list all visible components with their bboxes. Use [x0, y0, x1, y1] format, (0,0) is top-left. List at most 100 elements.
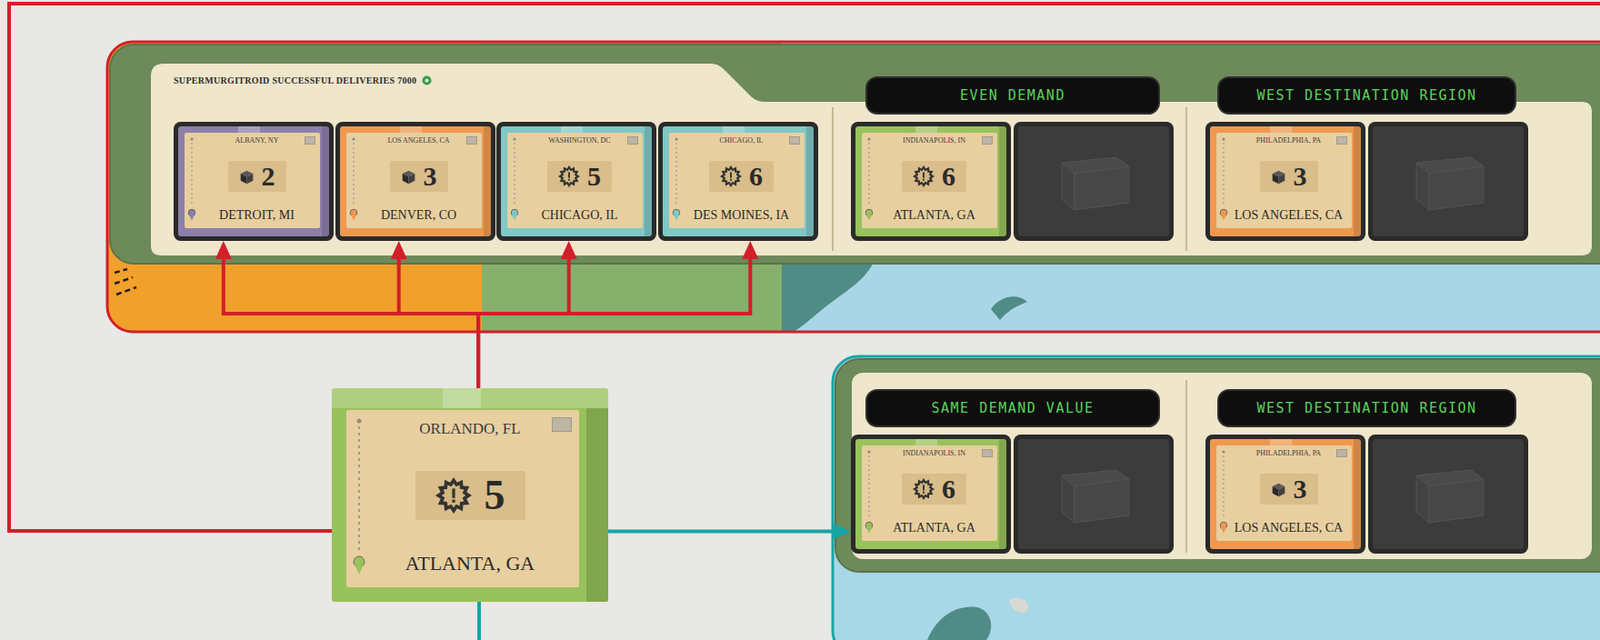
divider: [831, 107, 834, 251]
origin-city: ORLANDO, FL: [419, 420, 520, 439]
route-dot: [867, 137, 870, 140]
empty-slot-icon-face: [1061, 475, 1075, 523]
burst-outer: [912, 478, 935, 500]
box-icon-face: [1278, 173, 1285, 184]
tape-stripe: [1270, 126, 1291, 133]
postage-stamp: [304, 136, 316, 145]
demand-box: 6: [901, 473, 967, 505]
player-board: [835, 359, 1600, 572]
burst-icon: [912, 478, 935, 500]
route-line: [675, 142, 677, 207]
destination-city: DES MOINES, IA: [693, 208, 790, 222]
empty-slot-icon-face: [1074, 166, 1130, 210]
box-icon-face: [1271, 486, 1279, 497]
burst-icon: [912, 165, 935, 188]
player-board: SUPERMURGITROID SUCCESSFUL DELIVERIES 70…: [110, 44, 1600, 264]
burst-inner: [723, 169, 739, 184]
shipping-label: INDIANAPOLIS, IN 6ATLANTA, GA: [861, 445, 998, 541]
burst-icon: [435, 477, 472, 514]
route-dot: [190, 137, 193, 140]
empty-slot: [1018, 126, 1170, 237]
route-line: [868, 455, 870, 520]
destination-city: ATLANTA, GA: [892, 520, 976, 535]
shipping-label: ALBANY, NY2DETROIT, MI: [184, 132, 320, 229]
box-side-face: [483, 126, 491, 237]
board-section: SAME DEMAND VALUEINDIANAPOLIS, IN6ATLANT…: [845, 383, 1182, 566]
route-pin: [510, 132, 520, 229]
section-heading: WEST DESTINATION REGION: [1217, 76, 1517, 115]
route-line: [1222, 455, 1224, 520]
destination-city: LOS ANGELES, CA: [1234, 520, 1343, 535]
demand-box: 5: [415, 470, 526, 520]
burst-mark: [922, 172, 925, 179]
burst-mark: [568, 179, 570, 181]
arrow-head: [741, 240, 759, 260]
burst-outer: [558, 165, 580, 188]
route-pin-tip: [354, 564, 364, 575]
connector: [608, 522, 851, 540]
burst-mark: [922, 491, 925, 494]
package-card: LOS ANGELES, CA3DENVER, CO: [340, 126, 491, 237]
shipping-label: CHICAGO, IL6DES MOINES, IA: [669, 132, 805, 229]
route-pin-tip: [350, 214, 357, 221]
package-card: PHILADELPHIA, PA3LOS ANGELES, CA: [1210, 126, 1361, 237]
empty-slot-icon: [1018, 126, 1170, 237]
divider: [1185, 380, 1188, 553]
demand-value: 2: [261, 162, 276, 190]
demand-box: 5: [547, 160, 612, 192]
connector: [215, 240, 479, 389]
box-side-face: [321, 126, 330, 237]
demand-value: 6: [941, 162, 956, 190]
demand-value: 3: [423, 162, 438, 190]
route-pin: [1219, 445, 1229, 541]
package-card: INDIANAPOLIS, IN 6ATLANTA, GA: [855, 126, 1007, 237]
destination-city: ATLANTA, GA: [892, 208, 976, 222]
origin-city: INDIANAPOLIS, IN: [902, 450, 966, 459]
route-pin: [187, 132, 197, 229]
empty-slot-icon: [1018, 439, 1170, 550]
leader-line: [9, 3, 1600, 531]
title-icon-dot: [425, 79, 430, 83]
box-side-face: [586, 408, 609, 602]
highlight-frame: [107, 41, 1600, 332]
tape-stripe: [238, 126, 260, 133]
shipping-label: PHILADELPHIA, PA3LOS ANGELES, CA: [1216, 445, 1352, 541]
burst-mark: [730, 172, 732, 179]
package-card: ORLANDO, FL5ATLANTA, GA: [331, 388, 609, 602]
empty-slot-icon-face: [1416, 475, 1430, 523]
shipping-label: PHILADELPHIA, PA3LOS ANGELES, CA: [1216, 132, 1352, 229]
route-dot: [1221, 137, 1225, 140]
burst-outer: [912, 165, 935, 188]
postage-stamp: [466, 136, 478, 145]
route-pin: [349, 132, 359, 229]
origin-city: PHILADELPHIA, PA: [1256, 450, 1321, 459]
empty-slot-icon-face: [1061, 162, 1075, 210]
box-icon: [1270, 169, 1287, 185]
route-line: [513, 142, 515, 207]
route-dot: [867, 450, 870, 453]
connector-line: [399, 255, 479, 389]
origin-city: INDIANAPOLIS, IN: [902, 137, 966, 146]
shipping-label: LOS ANGELES, CA3DENVER, CO: [346, 132, 482, 229]
package-card: ALBANY, NY2DETROIT, MI: [178, 126, 330, 237]
arrow-head: [832, 522, 851, 540]
box-icon: [1270, 481, 1287, 498]
route-pin-tip: [866, 214, 872, 221]
title-row: SUPERMURGITROID SUCCESSFUL DELIVERIES 70…: [173, 75, 432, 86]
board-section: EVEN DEMANDINDIANAPOLIS, IN6ATLANTA, GA: [845, 70, 1182, 253]
divider: [1185, 107, 1188, 251]
route-line: [190, 142, 192, 207]
arrow-head: [390, 240, 408, 260]
burst-inner: [916, 481, 931, 497]
empty-slot-icon-face: [1074, 479, 1130, 523]
tape-stripe: [722, 126, 744, 133]
burst-inner: [440, 483, 465, 508]
tape-stripe: [442, 388, 482, 409]
burst-mark: [922, 179, 925, 181]
connector: [478, 240, 759, 389]
box-icon-face: [401, 173, 409, 184]
shipping-label: INDIANAPOLIS, IN 6ATLANTA, GA: [861, 132, 998, 229]
tape-stripe: [915, 126, 937, 133]
postage-stamp: [1336, 449, 1348, 458]
